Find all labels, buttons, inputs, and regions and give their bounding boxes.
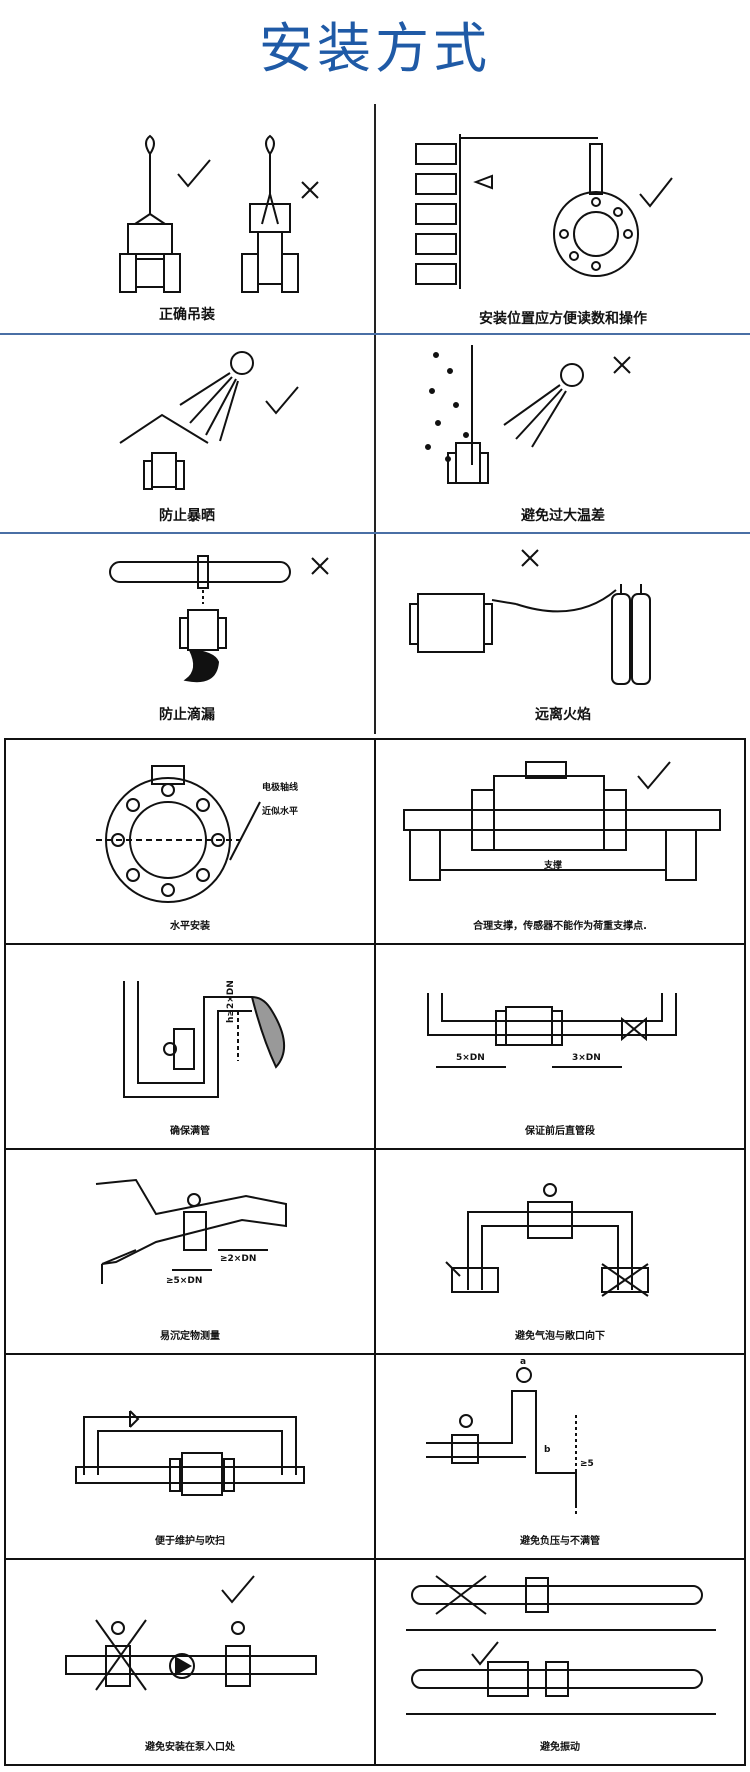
temperature-illustration — [425, 345, 631, 484]
label-a: a — [520, 1357, 527, 1367]
pump-inlet-illustration — [65, 1575, 317, 1691]
panel-pump-inlet: 避免安装在泵入口处 — [4, 1558, 376, 1766]
row-divider-2 — [0, 532, 750, 534]
label-ge-2dn: ≥2×DN — [220, 1254, 257, 1264]
panel-horizontal-install: 电极轴线 近似水平 水平安装 — [4, 738, 376, 945]
page-title: 安装方式 — [259, 17, 491, 80]
caption-prevent-sun: 防止暴晒 — [159, 508, 215, 524]
caption-install-position: 安装位置应方便读数和操作 — [479, 311, 647, 327]
sediment-illustration — [95, 1178, 287, 1284]
panel-avoid-temp: 避免过大温差 — [376, 335, 750, 532]
label-ge-5: ≥5 — [580, 1459, 594, 1469]
panel-support: 支撑 合理支撑，传感器不能作为荷重支撑点. — [374, 738, 746, 945]
caption-vibration: 避免振动 — [540, 1742, 580, 1753]
maintenance-illustration — [75, 1410, 305, 1496]
label-five-dn: 5×DN — [456, 1053, 485, 1063]
panel-straight-pipe: 5×DN 3×DN 保证前后直管段 — [374, 943, 746, 1150]
negative-pressure-illustration — [426, 1367, 577, 1515]
label-h-ge-2dn: h≥2×DN — [226, 980, 236, 1023]
label-electrode-axis: 电极轴线 — [262, 783, 299, 793]
position-illustration — [415, 134, 673, 289]
lifting-illustration — [119, 134, 319, 293]
caption-pump-inlet: 避免安装在泵入口处 — [145, 1742, 235, 1753]
panel-away-flame: 远离火焰 — [376, 534, 750, 734]
panel-bubbles: 避免气泡与敞口向下 — [374, 1148, 746, 1355]
sun-illustration — [119, 351, 299, 490]
caption-maintenance: 便于维护与吹扫 — [155, 1536, 225, 1547]
caption-horizontal-install: 水平安装 — [170, 921, 210, 932]
flame-illustration — [409, 549, 651, 685]
full-pipe-illustration — [123, 981, 286, 1098]
panel-sediment: ≥5×DN ≥2×DN 易沉定物测量 — [4, 1148, 376, 1355]
panel-correct-lifting: 正确吊装 — [0, 104, 374, 333]
panel-vibration: 避免振动 — [374, 1558, 746, 1766]
panel-negative-pressure: a b ≥5 避免负压与不满管 — [374, 1353, 746, 1560]
caption-bubbles: 避免气泡与敞口向下 — [515, 1331, 605, 1342]
caption-correct-lifting: 正确吊装 — [159, 307, 215, 323]
bubbles-illustration — [445, 1183, 649, 1297]
row-divider-1 — [0, 333, 750, 335]
panel-install-position: 安装位置应方便读数和操作 — [376, 104, 750, 333]
panel-full-pipe: h≥2×DN 确保满管 — [4, 943, 376, 1150]
caption-straight-pipe: 保证前后直管段 — [525, 1126, 595, 1137]
straight-pipe-illustration — [427, 993, 677, 1068]
label-support: 支撑 — [544, 861, 563, 871]
label-b: b — [544, 1445, 551, 1455]
caption-full-pipe: 确保满管 — [170, 1126, 210, 1137]
label-near-horizontal: 近似水平 — [262, 807, 299, 817]
label-ge-5dn: ≥5×DN — [166, 1276, 203, 1286]
panel-maintenance: 便于维护与吹扫 — [4, 1353, 376, 1560]
top-vertical-divider — [374, 104, 376, 734]
drip-illustration — [109, 555, 329, 683]
caption-negative-pressure: 避免负压与不满管 — [520, 1536, 600, 1547]
panel-prevent-sun: 防止暴晒 — [0, 335, 374, 532]
label-three-dn: 3×DN — [572, 1053, 601, 1063]
caption-prevent-drip: 防止滴漏 — [159, 707, 215, 723]
caption-sediment: 易沉定物测量 — [160, 1331, 220, 1342]
caption-support: 合理支撑，传感器不能作为荷重支撑点. — [473, 921, 647, 932]
flange-illustration — [96, 765, 261, 903]
vibration-illustration — [406, 1575, 716, 1715]
caption-away-flame: 远离火焰 — [535, 707, 591, 723]
caption-avoid-temp: 避免过大温差 — [521, 508, 605, 524]
support-illustration — [403, 761, 721, 881]
panel-prevent-drip: 防止滴漏 — [0, 534, 374, 734]
